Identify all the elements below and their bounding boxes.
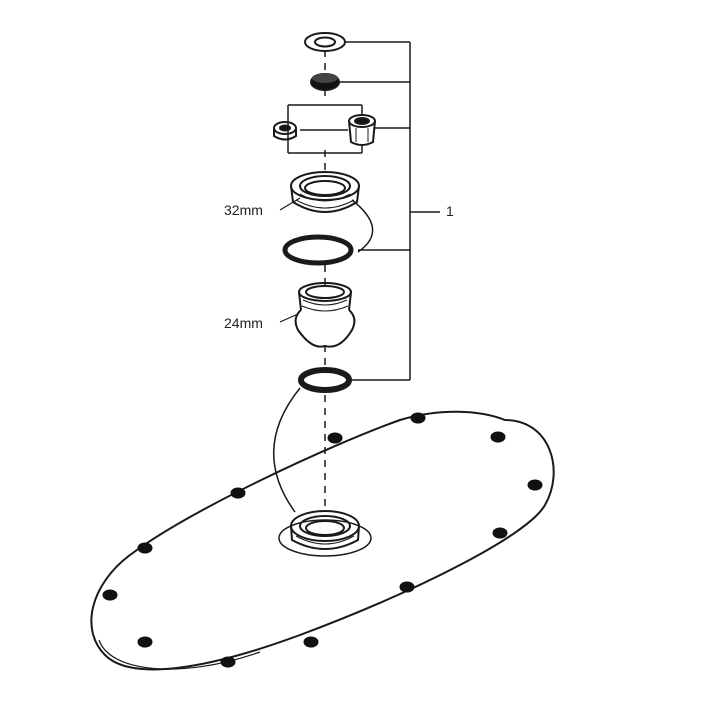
bolt-hole <box>220 656 236 668</box>
rubber-disc <box>310 73 340 91</box>
bolt-hole <box>137 636 153 648</box>
small-insert-right <box>348 114 376 146</box>
threaded-socket <box>278 510 372 557</box>
o-ring <box>282 234 354 266</box>
bolt-hole <box>492 527 508 539</box>
lower-gasket-ring <box>298 367 352 393</box>
bolt-hole <box>137 542 153 554</box>
connector-arc-upper <box>351 199 374 253</box>
small-insert-left <box>273 121 297 141</box>
assembly-bracket <box>338 41 440 381</box>
bolt-hole <box>230 487 246 499</box>
nut-32mm <box>290 171 360 213</box>
bolt-hole <box>527 479 543 491</box>
leader-24mm <box>279 313 299 323</box>
bolt-hole <box>303 636 319 648</box>
connector-arc-lower <box>272 387 301 513</box>
bolt-hole <box>399 581 415 593</box>
assembly-number-label: 1 <box>446 203 454 219</box>
ball-fitting-24mm <box>294 282 356 348</box>
bolt-holes <box>102 412 543 668</box>
size-label-24mm: 24mm <box>224 315 263 331</box>
leader-32mm <box>279 197 301 211</box>
bolt-hole <box>490 431 506 443</box>
top-washer <box>304 32 346 52</box>
size-label-32mm: 32mm <box>224 202 263 218</box>
bolt-hole <box>410 412 426 424</box>
insert-group-box <box>287 104 363 154</box>
bolt-hole <box>102 589 118 601</box>
bolt-hole <box>327 432 343 444</box>
